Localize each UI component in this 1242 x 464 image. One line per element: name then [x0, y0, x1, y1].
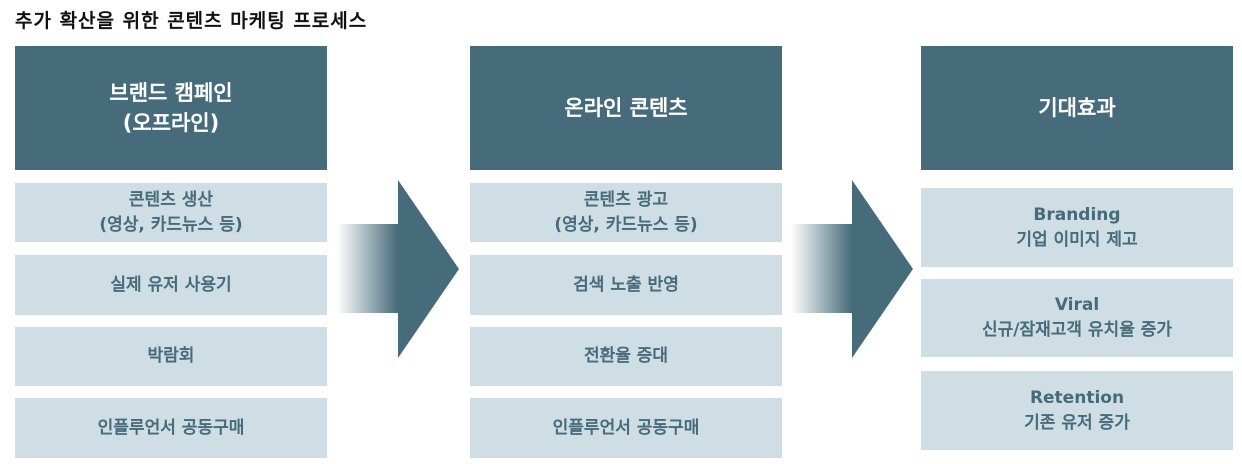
column-header-effects: 기대효과: [921, 46, 1233, 170]
arrow-right-icon: [791, 180, 913, 358]
step-item: 인플루언서 공동구매: [15, 398, 327, 458]
step-item: 박람회: [15, 327, 327, 386]
effect-item: Retention 기존 유저 증가: [921, 371, 1233, 450]
arrow-right-icon: [337, 180, 459, 358]
column-header-offline: 브랜드 캠페인 (오프라인): [15, 46, 327, 170]
step-item: 검색 노출 반영: [470, 255, 782, 315]
step-item: 콘텐츠 생산 (영상, 카드뉴스 등): [15, 183, 327, 242]
step-item: 실제 유저 사용기: [15, 255, 327, 315]
step-item: 인플루언서 공동구매: [470, 398, 782, 458]
diagram-title: 추가 확산을 위한 콘텐츠 마케팅 프로세스: [15, 10, 368, 32]
step-item: 콘텐츠 광고 (영상, 카드뉴스 등): [470, 183, 782, 242]
step-item: 전환율 증대: [470, 327, 782, 386]
effect-item: Branding 기업 이미지 제고: [921, 188, 1233, 267]
column-header-online: 온라인 콘텐츠: [470, 46, 782, 170]
effect-item: Viral 신규/잠재고객 유치율 증가: [921, 279, 1233, 357]
